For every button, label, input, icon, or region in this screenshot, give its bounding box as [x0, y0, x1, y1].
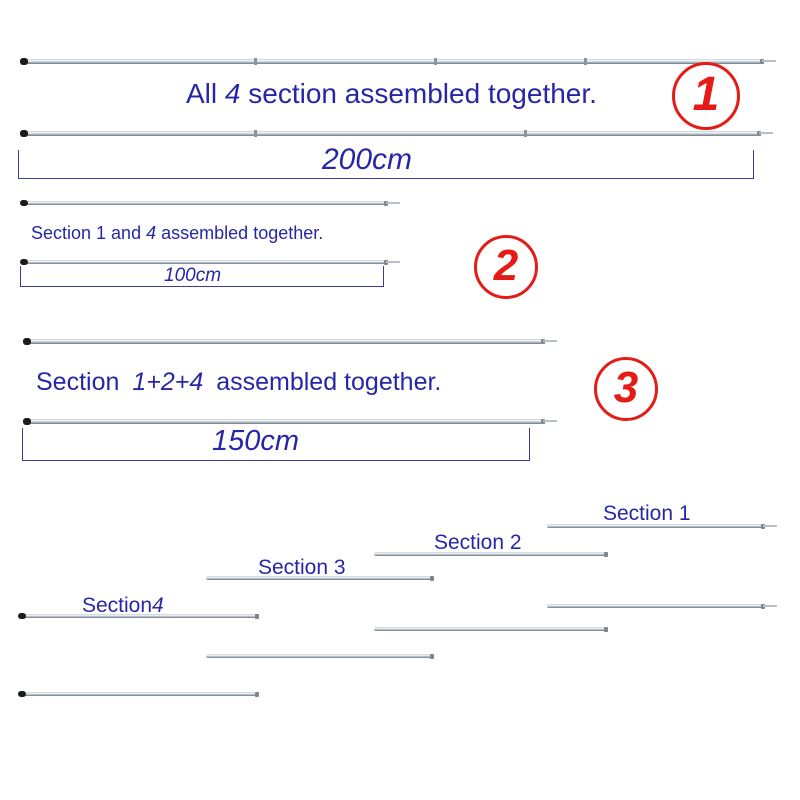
section-3-pole-b [206, 654, 434, 659]
pole-200cm-top [20, 58, 776, 65]
section-1-pole-b [547, 604, 777, 609]
section-4-number: 4 [152, 594, 164, 617]
pole-tip [763, 525, 777, 527]
section-4-pole-b [18, 691, 259, 697]
pole-end-cap [20, 259, 28, 265]
section-3-pole-a [206, 576, 434, 581]
caption-prefix: All [186, 78, 218, 109]
section-1-pole-a [547, 524, 777, 529]
label-section-1: Section 1 [603, 502, 691, 525]
badge-number: 2 [493, 241, 519, 290]
pole-end-cap [23, 418, 31, 425]
pole-tip [763, 605, 777, 607]
pole-end [255, 614, 259, 619]
length-label-200cm: 200cm [322, 143, 413, 176]
step-badge-1: 1 [672, 62, 740, 130]
caption-number: 4 [146, 223, 157, 243]
label-section-4: Section4 [82, 595, 164, 616]
pole-tip [386, 261, 400, 263]
pole-joint [434, 58, 437, 65]
label-section-3: Section 3 [258, 556, 346, 579]
pole-100cm-top [20, 200, 400, 206]
pole-150cm-bottom [23, 418, 557, 425]
caption-number: 4 [224, 78, 241, 109]
pole-joint [254, 130, 257, 137]
pole-end-cap [23, 338, 31, 345]
group3-caption: Section 1+2+4 assembled together. [36, 370, 441, 395]
pole-tip [759, 132, 773, 134]
pole-200cm-bottom [20, 130, 773, 137]
section-2-pole-b [374, 627, 608, 632]
dimension-bracket-200cm [18, 150, 754, 179]
caption-prefix: Section [36, 368, 120, 396]
dimension-bracket-150cm [22, 428, 530, 461]
pole-end-cap [20, 58, 28, 65]
pole-joint [584, 58, 587, 65]
length-label-100cm: 100cm [164, 265, 222, 286]
caption-suffix: assembled together. [161, 223, 324, 243]
dimension-bracket-100cm [20, 266, 384, 287]
pole-end-cap [20, 200, 28, 206]
section-2-pole-a [374, 552, 608, 557]
pole-tip [762, 60, 776, 62]
pole-tip [543, 420, 557, 422]
caption-suffix: section assembled together. [248, 78, 597, 109]
pole-100cm-bottom [20, 259, 400, 265]
caption-number: 1+2+4 [132, 368, 204, 396]
step-badge-3: 3 [594, 357, 658, 421]
pole-end [604, 627, 608, 632]
step-badge-2: 2 [474, 235, 538, 299]
length-label-150cm: 150cm [212, 425, 300, 457]
section-4-pole-a [18, 613, 259, 619]
pole-end-cap [20, 130, 28, 137]
pole-tip [543, 340, 557, 342]
caption-suffix: assembled together. [216, 368, 442, 396]
pole-end [430, 654, 434, 659]
pole-150cm-top [23, 338, 557, 345]
label-section-2: Section 2 [434, 531, 522, 554]
badge-number: 3 [613, 363, 639, 412]
pole-tip [386, 202, 400, 204]
pole-end [430, 576, 434, 581]
pole-joint [524, 130, 527, 137]
group2-caption: Section 1 and 4 assembled together. [31, 224, 323, 242]
pole-end [604, 552, 608, 557]
pole-end-cap [18, 613, 26, 619]
pole-joint [254, 58, 257, 65]
group1-caption: All 4 section assembled together. [186, 80, 597, 108]
badge-number: 1 [692, 68, 720, 121]
caption-prefix: Section 1 and [31, 223, 142, 243]
pole-end-cap [18, 691, 26, 697]
pole-end [255, 692, 259, 697]
section-4-prefix: Section [82, 594, 153, 617]
